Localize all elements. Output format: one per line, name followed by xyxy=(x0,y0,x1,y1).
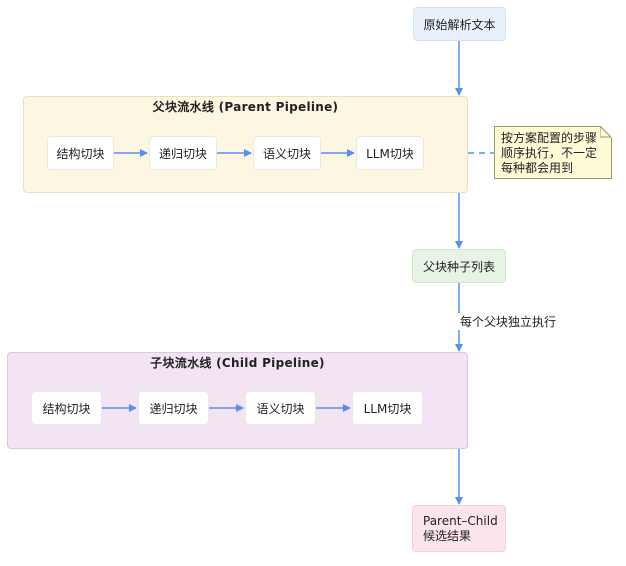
start-node[interactable]: 原始解析文本 xyxy=(413,7,506,41)
note-line-3: 每种都会用到 xyxy=(501,161,574,175)
note-fold-icon xyxy=(600,126,612,138)
parent-step-recursive-chunk[interactable]: 递归切块 xyxy=(149,136,217,170)
parent-step-semantic-chunk[interactable]: 语义切块 xyxy=(253,136,321,170)
result-node[interactable]: Parent–Child 候选结果 xyxy=(412,505,506,552)
child-pipeline-title: 子块流水线 (Child Pipeline) xyxy=(150,356,325,370)
note-line-2: 顺序执行，不一定 xyxy=(501,146,598,160)
note-line-1: 按方案配置的步骤 xyxy=(501,131,598,145)
result-node-line-1: Parent–Child xyxy=(423,513,498,528)
note-box: 按方案配置的步骤 顺序执行，不一定 每种都会用到 xyxy=(494,126,612,179)
edge-label-per-parent: 每个父块独立执行 xyxy=(458,313,559,330)
result-node-line-2: 候选结果 xyxy=(423,528,472,543)
parent-seed-list-node[interactable]: 父块种子列表 xyxy=(412,249,506,283)
parent-step-llm-chunk[interactable]: LLM切块 xyxy=(356,136,424,170)
parent-pipeline-title: 父块流水线 (Parent Pipeline) xyxy=(152,100,339,114)
child-step-structure-chunk[interactable]: 结构切块 xyxy=(31,391,102,425)
child-step-semantic-chunk[interactable]: 语义切块 xyxy=(245,391,316,425)
child-step-recursive-chunk[interactable]: 递归切块 xyxy=(138,391,209,425)
parent-step-structure-chunk[interactable]: 结构切块 xyxy=(47,136,114,170)
child-step-llm-chunk[interactable]: LLM切块 xyxy=(352,391,423,425)
